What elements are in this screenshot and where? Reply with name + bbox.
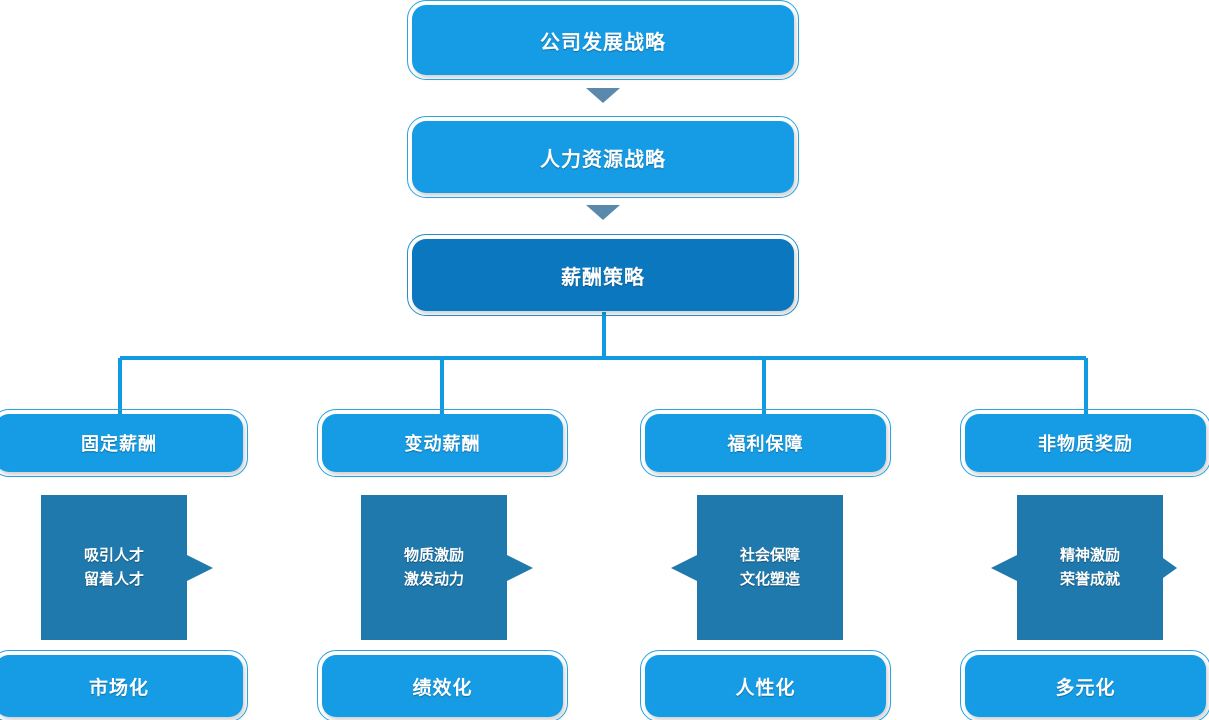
- chain-arrow-1: [586, 88, 620, 103]
- strategy-box-company-label: 公司发展战略: [540, 31, 666, 54]
- branch-heading-2-label: 变动薪酬: [404, 434, 481, 454]
- branch-footer-2-label: 绩效化: [412, 677, 473, 699]
- branch-heading-4[interactable]: 非物质奖励: [960, 409, 1209, 477]
- branch-footer-1-label: 市场化: [88, 677, 149, 699]
- chain-arrow-2: [586, 205, 620, 220]
- callout-pointer-left-icon: [991, 554, 1017, 581]
- branch-callout-2: 物质激励 激发动力: [361, 495, 533, 640]
- branch-footer-4[interactable]: 多元化: [960, 650, 1209, 720]
- branch-callout-4: 精神激励 荣誉成就: [991, 495, 1177, 640]
- branch-callout-3-line-1: 社会保障: [739, 547, 800, 565]
- strategy-box-compensation[interactable]: 薪酬策略: [407, 234, 799, 316]
- branch-callout-2-line-1: 物质激励: [403, 547, 464, 565]
- branch-footer-3[interactable]: 人性化: [640, 650, 891, 720]
- branch-footer-4-label: 多元化: [1055, 677, 1116, 699]
- branch-callout-2-line-2: 激发动力: [403, 570, 464, 588]
- strategy-box-hr[interactable]: 人力资源战略: [407, 116, 799, 198]
- strategy-box-hr-label: 人力资源战略: [540, 148, 666, 171]
- branch-callout-1: 吸引人才 留着人才: [41, 495, 213, 640]
- branch-callout-1-line-1: 吸引人才: [83, 547, 144, 565]
- branch-heading-1-label: 固定薪酬: [81, 434, 157, 454]
- branch-heading-3[interactable]: 福利保障: [640, 409, 891, 477]
- branch-callout-1-line-2: 留着人才: [83, 570, 144, 588]
- callout-pointer-right-icon: [507, 554, 533, 581]
- callout-pointer-right-icon: [1163, 557, 1177, 578]
- branch-heading-3-label: 福利保障: [727, 434, 804, 454]
- branch-footer-2[interactable]: 绩效化: [317, 650, 568, 720]
- branch-footer-1[interactable]: 市场化: [0, 650, 248, 720]
- branch-heading-1[interactable]: 固定薪酬: [0, 409, 248, 477]
- branch-callout-3-line-2: 文化塑造: [739, 570, 800, 588]
- strategy-box-company[interactable]: 公司发展战略: [407, 0, 799, 80]
- callout-pointer-left-icon: [671, 554, 697, 581]
- branch-callout-3: 社会保障 文化塑造: [671, 495, 843, 640]
- callout-pointer-right-icon: [187, 554, 213, 581]
- branch-callout-4-line-1: 精神激励: [1059, 547, 1120, 565]
- strategy-box-compensation-label: 薪酬策略: [561, 266, 645, 289]
- branch-heading-4-label: 非物质奖励: [1038, 434, 1133, 454]
- branch-callout-4-line-2: 荣誉成就: [1059, 570, 1120, 588]
- branch-footer-3-label: 人性化: [735, 677, 796, 699]
- branch-heading-2[interactable]: 变动薪酬: [317, 409, 568, 477]
